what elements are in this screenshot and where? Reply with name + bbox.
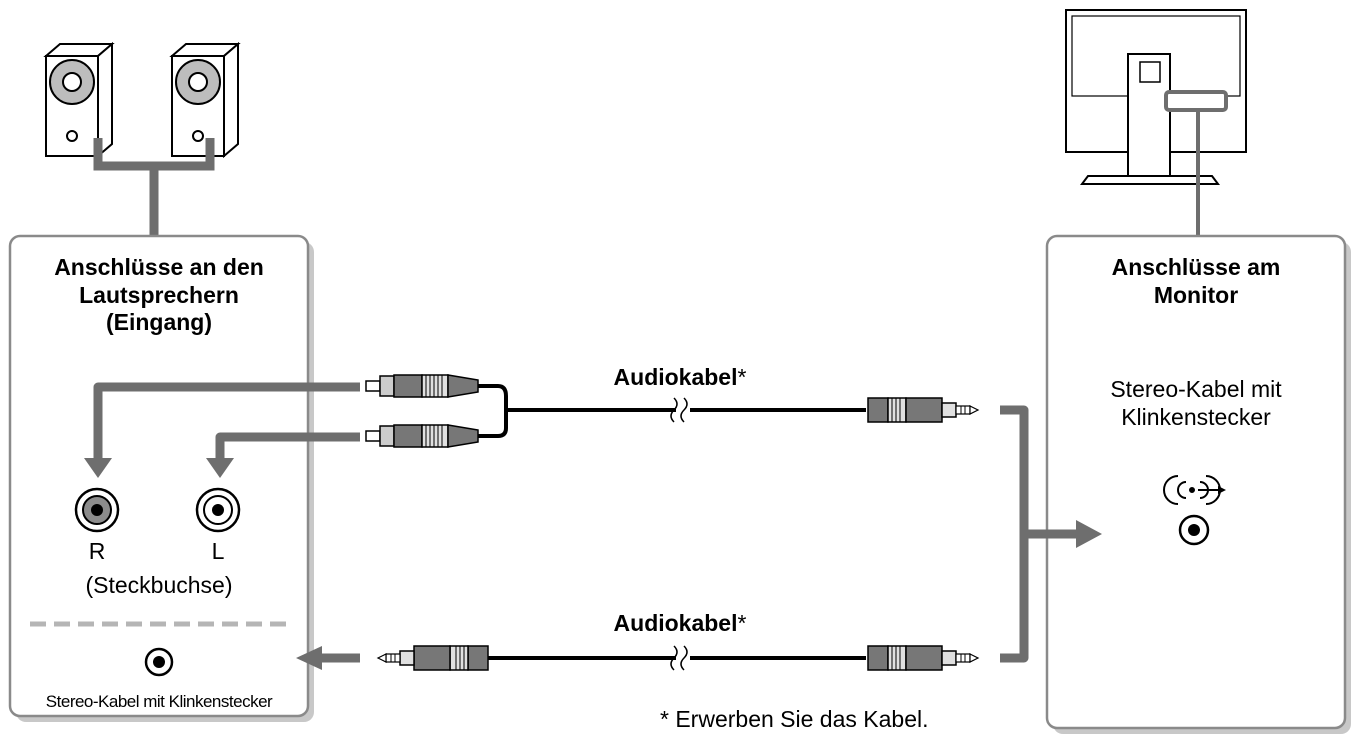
bottom-cable-label: Audiokabel* — [580, 610, 780, 638]
top-cable-marker: * — [737, 364, 747, 390]
monitor-title-line1: Anschlüsse am — [1111, 254, 1281, 280]
speaker-mini-jack[interactable] — [144, 647, 174, 677]
speaker-title-line3: (Eingang) — [105, 309, 213, 336]
speaker-title-line1: Anschlüsse an den — [54, 254, 264, 280]
jack-caption: (Steckbuchse) — [85, 572, 233, 598]
arrow-head-monitor — [1076, 520, 1102, 548]
rca-jack-left[interactable] — [195, 487, 241, 533]
arrow-head-r — [84, 458, 112, 478]
audio-output-icon — [1163, 475, 1226, 505]
monitor-bracket — [1000, 405, 1029, 663]
arrow-to-jack-r — [93, 382, 360, 462]
arrow-head-speaker-mini — [296, 646, 322, 670]
arrow-head-l — [206, 458, 234, 478]
rca-jack-right[interactable] — [74, 487, 120, 533]
arrow-to-jack-l — [215, 432, 360, 462]
top-cable-label: Audiokabel* — [580, 364, 780, 392]
speaker-title-line2: Lautsprechern — [79, 281, 239, 308]
bottom-audio-cable — [377, 645, 979, 671]
speaker-left-icon — [171, 43, 239, 157]
jack-l-label: L — [211, 538, 225, 564]
monitor-mini-jack[interactable] — [1178, 514, 1210, 546]
footnote: * Erwerben Sie das Kabel. — [660, 706, 929, 732]
monitor-title-line2: Monitor — [1153, 281, 1239, 308]
speaker-panel-frame — [8, 234, 310, 718]
speaker-wiring — [93, 138, 215, 236]
speaker-mini-jack-caption: Stereo-Kabel mit Klinkenstecker — [45, 692, 273, 711]
monitor-panel-frame — [1045, 234, 1347, 730]
top-audio-cable — [365, 374, 979, 448]
monitor-port-line1: Stereo-Kabel mit — [1110, 376, 1282, 402]
monitor-panel-title: Anschlüsse am Monitor — [1047, 254, 1345, 309]
bottom-cable-name: Audiokabel — [613, 610, 738, 636]
top-cable-name: Audiokabel — [613, 364, 738, 390]
jack-r-label: R — [88, 538, 106, 564]
monitor-port-line2: Klinkenstecker — [1121, 403, 1271, 430]
monitor-icon — [1065, 9, 1247, 185]
speaker-panel-title: Anschlüsse an den Lautsprechern (Eingang… — [10, 254, 308, 337]
bottom-cable-marker: * — [737, 610, 747, 636]
monitor-port-caption: Stereo-Kabel mit Klinkenstecker — [1047, 376, 1345, 431]
